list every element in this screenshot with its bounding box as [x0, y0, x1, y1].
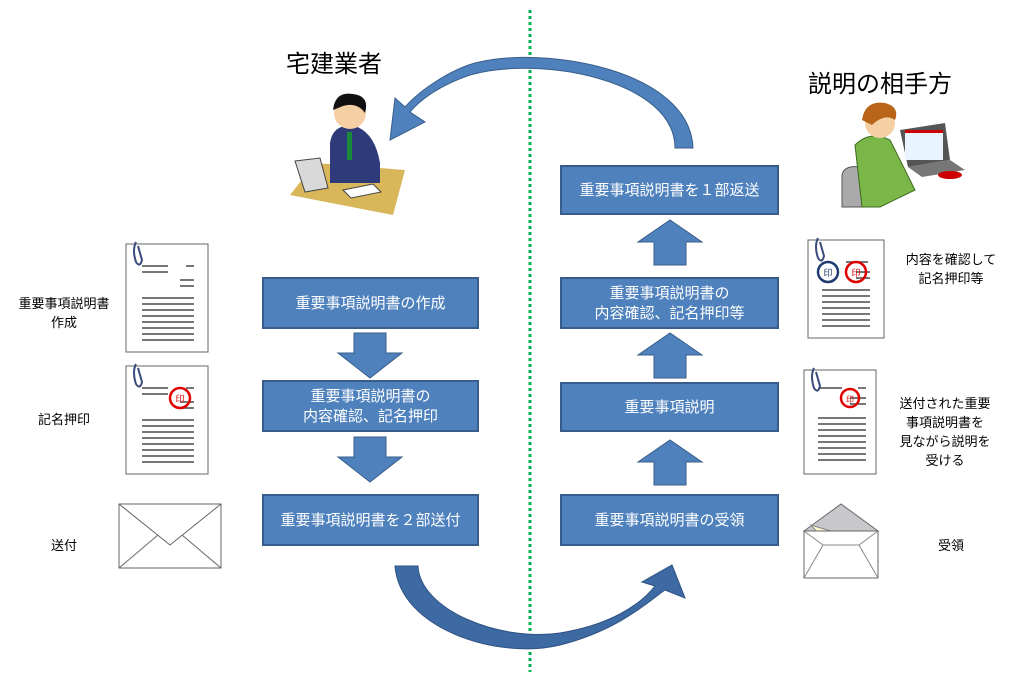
- up-arrow-3: [636, 439, 704, 486]
- document-icon-stamped: 印: [125, 363, 209, 475]
- flow-box-send-two: 重要事項説明書を２部送付: [262, 494, 479, 546]
- label-send: 送付: [50, 539, 77, 554]
- label-confirm: 内容を確認して 記名押印等: [905, 253, 997, 287]
- down-arrow-2: [336, 436, 404, 483]
- stamp-glyph-red: 印: [851, 267, 860, 279]
- stamp-glyph-sent: 印: [846, 395, 854, 404]
- up-arrow-1: [636, 219, 704, 266]
- label-explain: 送付された重要 事項説明書を 見ながら説明を 受ける: [899, 397, 991, 469]
- flow-box-confirm-stamp-etc: 重要事項説明書の 内容確認、記名押印等: [560, 277, 779, 329]
- label-stamp: 記名押印: [37, 413, 90, 428]
- flow-box-create: 重要事項説明書の作成: [262, 277, 479, 329]
- document-icon-double-stamped: 印 印: [807, 237, 885, 339]
- label-receive: 受領: [937, 539, 964, 554]
- agent-title: 宅建業者: [286, 50, 382, 78]
- down-arrow-1: [336, 332, 404, 379]
- label-create: 重要事項説明書 作成: [18, 297, 110, 331]
- envelope-icon-send: [118, 503, 222, 569]
- envelope-icon-receive: [802, 503, 880, 579]
- flow-box-explanation: 重要事項説明: [560, 382, 779, 432]
- flow-box-return-one: 重要事項説明書を１部返送: [560, 165, 779, 215]
- document-icon-sent: 印: [803, 367, 877, 475]
- flow-box-receive: 重要事項説明書の受領: [560, 494, 779, 546]
- agent-person-icon: [290, 93, 405, 215]
- up-arrow-2: [636, 332, 704, 379]
- stamp-glyph-blue: 印: [823, 267, 832, 279]
- counterparty-title: 説明の相手方: [808, 70, 952, 98]
- flow-box-confirm-stamp: 重要事項説明書の 内容確認、記名押印: [262, 380, 479, 432]
- stamp-glyph: 印: [175, 393, 184, 405]
- counterparty-person-icon: [841, 102, 965, 208]
- document-icon-create: [125, 241, 209, 353]
